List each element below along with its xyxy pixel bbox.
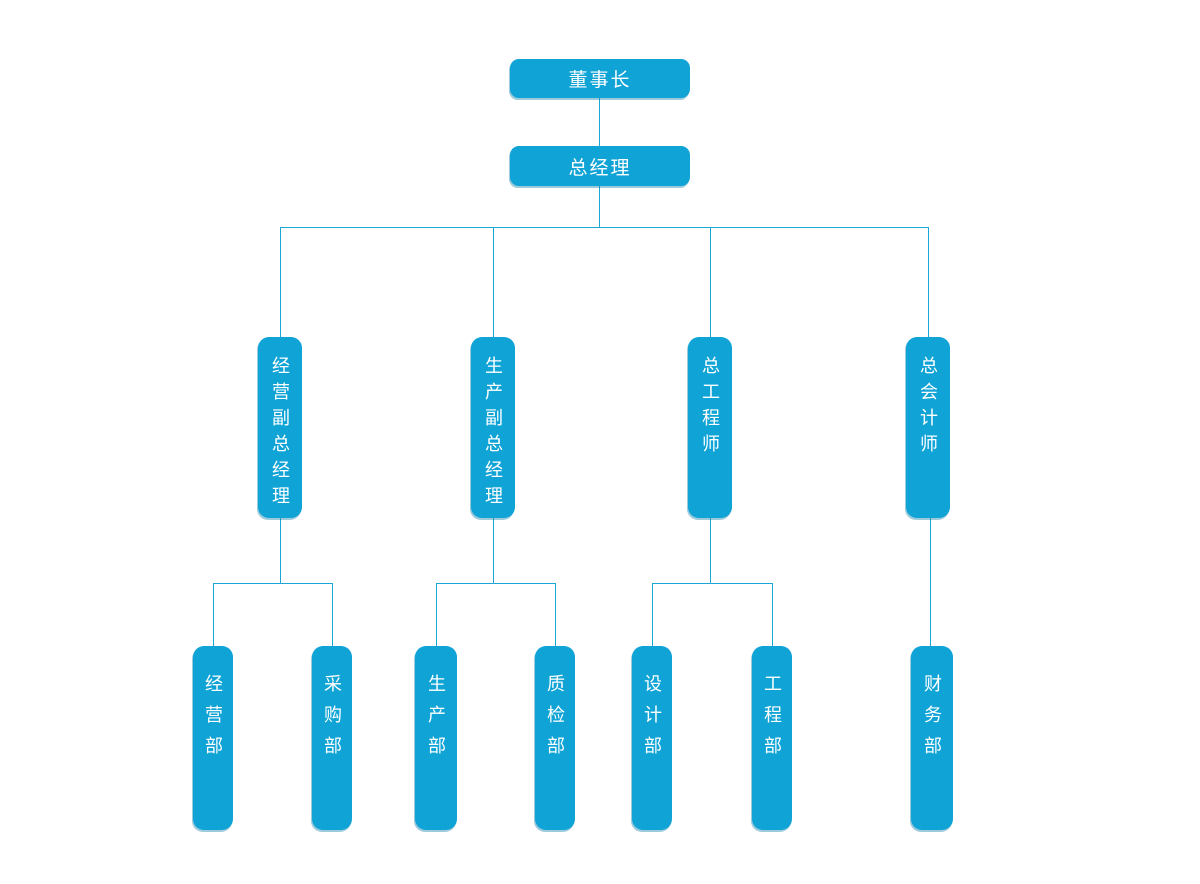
org-node-finance-dept: 财务部 <box>911 646 953 830</box>
org-node-design-dept: 设计部 <box>632 646 672 830</box>
connector-line <box>213 583 214 646</box>
org-node-chief-accountant: 总会计师 <box>906 337 950 518</box>
connector-line <box>493 227 494 337</box>
org-node-label: 生产部 <box>426 674 446 767</box>
org-node-label: 经营副总经理 <box>270 356 290 512</box>
org-node-label: 设计部 <box>642 674 662 767</box>
connector-line <box>652 583 653 646</box>
connector-line <box>930 517 931 646</box>
org-node-quality-dept: 质检部 <box>535 646 575 830</box>
connector-line <box>599 98 600 146</box>
org-node-label: 财务部 <box>922 674 942 767</box>
org-node-purchasing-dept: 采购部 <box>312 646 352 830</box>
org-node-label: 质检部 <box>545 674 565 767</box>
org-node-label: 董事长 <box>568 70 632 91</box>
connector-line <box>772 583 773 646</box>
org-node-label: 经营部 <box>203 674 223 767</box>
org-node-label: 工程部 <box>762 674 782 767</box>
connector-line <box>493 517 494 583</box>
connector-line <box>436 583 437 646</box>
connector-line <box>652 583 772 584</box>
org-node-chief-engineer: 总工程师 <box>688 337 732 518</box>
org-node-production-vice-gm: 生产副总经理 <box>471 337 515 518</box>
org-node-label: 总经理 <box>568 157 632 179</box>
connector-line <box>928 227 929 337</box>
org-node-general-manager: 总经理 <box>510 146 690 186</box>
org-node-chairman: 董事长 <box>510 59 690 98</box>
org-node-production-dept: 生产部 <box>415 646 457 830</box>
org-node-business-dept: 经营部 <box>193 646 233 830</box>
org-node-business-vice-gm: 经营副总经理 <box>258 337 302 518</box>
connector-line <box>555 583 556 646</box>
org-node-label: 采购部 <box>322 674 342 767</box>
connector-line <box>332 583 333 646</box>
org-node-engineering-dept: 工程部 <box>752 646 792 830</box>
connector-line <box>599 186 600 227</box>
org-node-label: 总工程师 <box>700 356 720 460</box>
connector-line <box>213 583 332 584</box>
connector-line <box>280 227 928 228</box>
org-node-label: 生产副总经理 <box>483 356 503 512</box>
org-node-label: 总会计师 <box>918 356 938 460</box>
connector-line <box>710 227 711 337</box>
connector-line <box>710 517 711 583</box>
connector-line <box>280 517 281 583</box>
connector-line <box>436 583 555 584</box>
connector-line <box>280 227 281 337</box>
